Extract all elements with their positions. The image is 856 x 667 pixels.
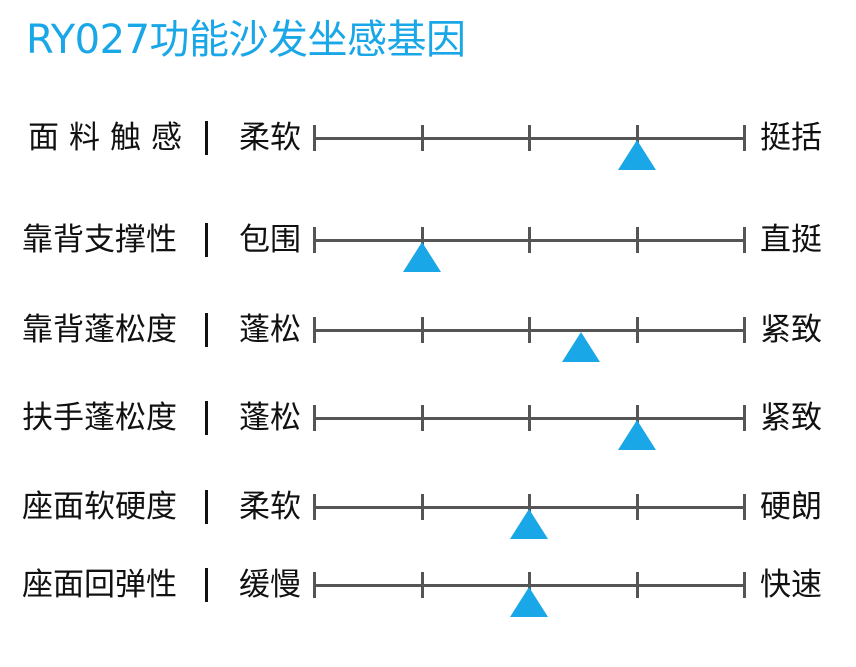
left-pole-label: 蓬松 [239, 400, 301, 436]
rating-scale [313, 477, 746, 539]
scale-tick [635, 494, 639, 520]
scale-tick [313, 572, 316, 598]
scale-tick [743, 494, 746, 520]
scale-tick [313, 494, 316, 520]
scale-tick [743, 317, 746, 343]
scale-tick [743, 227, 746, 253]
separator-bar [205, 568, 208, 602]
attribute-row: 扶手蓬松度 蓬松 紧致 [0, 388, 856, 450]
scale-tick [420, 405, 424, 431]
left-pole-label: 包围 [239, 222, 301, 258]
scale-tick [743, 125, 746, 151]
attribute-label: 座面软硬度 [22, 489, 177, 525]
scale-tick [528, 125, 531, 151]
separator-bar [205, 121, 208, 155]
scale-tick [528, 494, 531, 520]
attribute-label: 座面回弹性 [22, 567, 177, 603]
scale-tick [635, 572, 639, 598]
level-marker [561, 332, 600, 362]
right-pole-label: 挺括 [760, 120, 822, 156]
rating-scale [313, 210, 746, 272]
page-title: RY027功能沙发坐感基因 [26, 17, 466, 63]
level-marker [510, 587, 548, 617]
right-pole-label: 紧致 [760, 400, 822, 436]
scale-tick [313, 317, 316, 343]
separator-bar [205, 223, 208, 257]
left-pole-label: 缓慢 [239, 567, 301, 603]
scale-tick [635, 405, 639, 431]
scale-tick [420, 572, 424, 598]
scale-tick [420, 317, 424, 343]
separator-bar [205, 401, 208, 435]
scale-tick [743, 405, 746, 431]
right-pole-label: 直挺 [760, 222, 822, 258]
scale-tick [420, 227, 424, 253]
scale-tick [528, 572, 531, 598]
scale-tick [313, 405, 316, 431]
level-marker [402, 242, 441, 272]
left-pole-label: 柔软 [239, 120, 301, 156]
attribute-label: 靠背支撑性 [22, 222, 177, 258]
scale-tick [635, 227, 639, 253]
left-pole-label: 蓬松 [239, 312, 301, 348]
scale-tick [528, 405, 531, 431]
scale-tick [528, 317, 531, 343]
attribute-row: 靠背支撑性 包围 直挺 [0, 210, 856, 272]
attribute-row: 座面软硬度 柔软 硬朗 [0, 477, 856, 539]
scale-tick [420, 494, 424, 520]
scale-tick [313, 125, 316, 151]
right-pole-label: 硬朗 [760, 489, 822, 525]
scale-tick [635, 125, 639, 151]
rating-scale [313, 388, 746, 450]
level-marker [510, 509, 548, 539]
attribute-row: 靠背蓬松度 蓬松 紧致 [0, 300, 856, 362]
scale-tick [313, 227, 316, 253]
separator-bar [205, 490, 208, 524]
scale-tick [635, 317, 639, 343]
left-pole-label: 柔软 [239, 489, 301, 525]
scale-tick [743, 572, 746, 598]
attribute-row: 面料触感 柔软 挺括 [0, 108, 856, 170]
attribute-label: 面料触感 [28, 120, 192, 156]
rating-scale [313, 300, 746, 362]
attribute-label: 靠背蓬松度 [22, 312, 177, 348]
right-pole-label: 紧致 [760, 312, 822, 348]
attribute-label: 扶手蓬松度 [22, 400, 177, 436]
scale-tick [528, 227, 531, 253]
rating-scale [313, 555, 746, 617]
right-pole-label: 快速 [760, 567, 822, 603]
level-marker [617, 420, 656, 450]
attribute-row: 座面回弹性 缓慢 快速 [0, 555, 856, 617]
scale-tick [420, 125, 424, 151]
rating-scale [313, 108, 746, 170]
separator-bar [205, 313, 208, 347]
level-marker [617, 140, 656, 170]
